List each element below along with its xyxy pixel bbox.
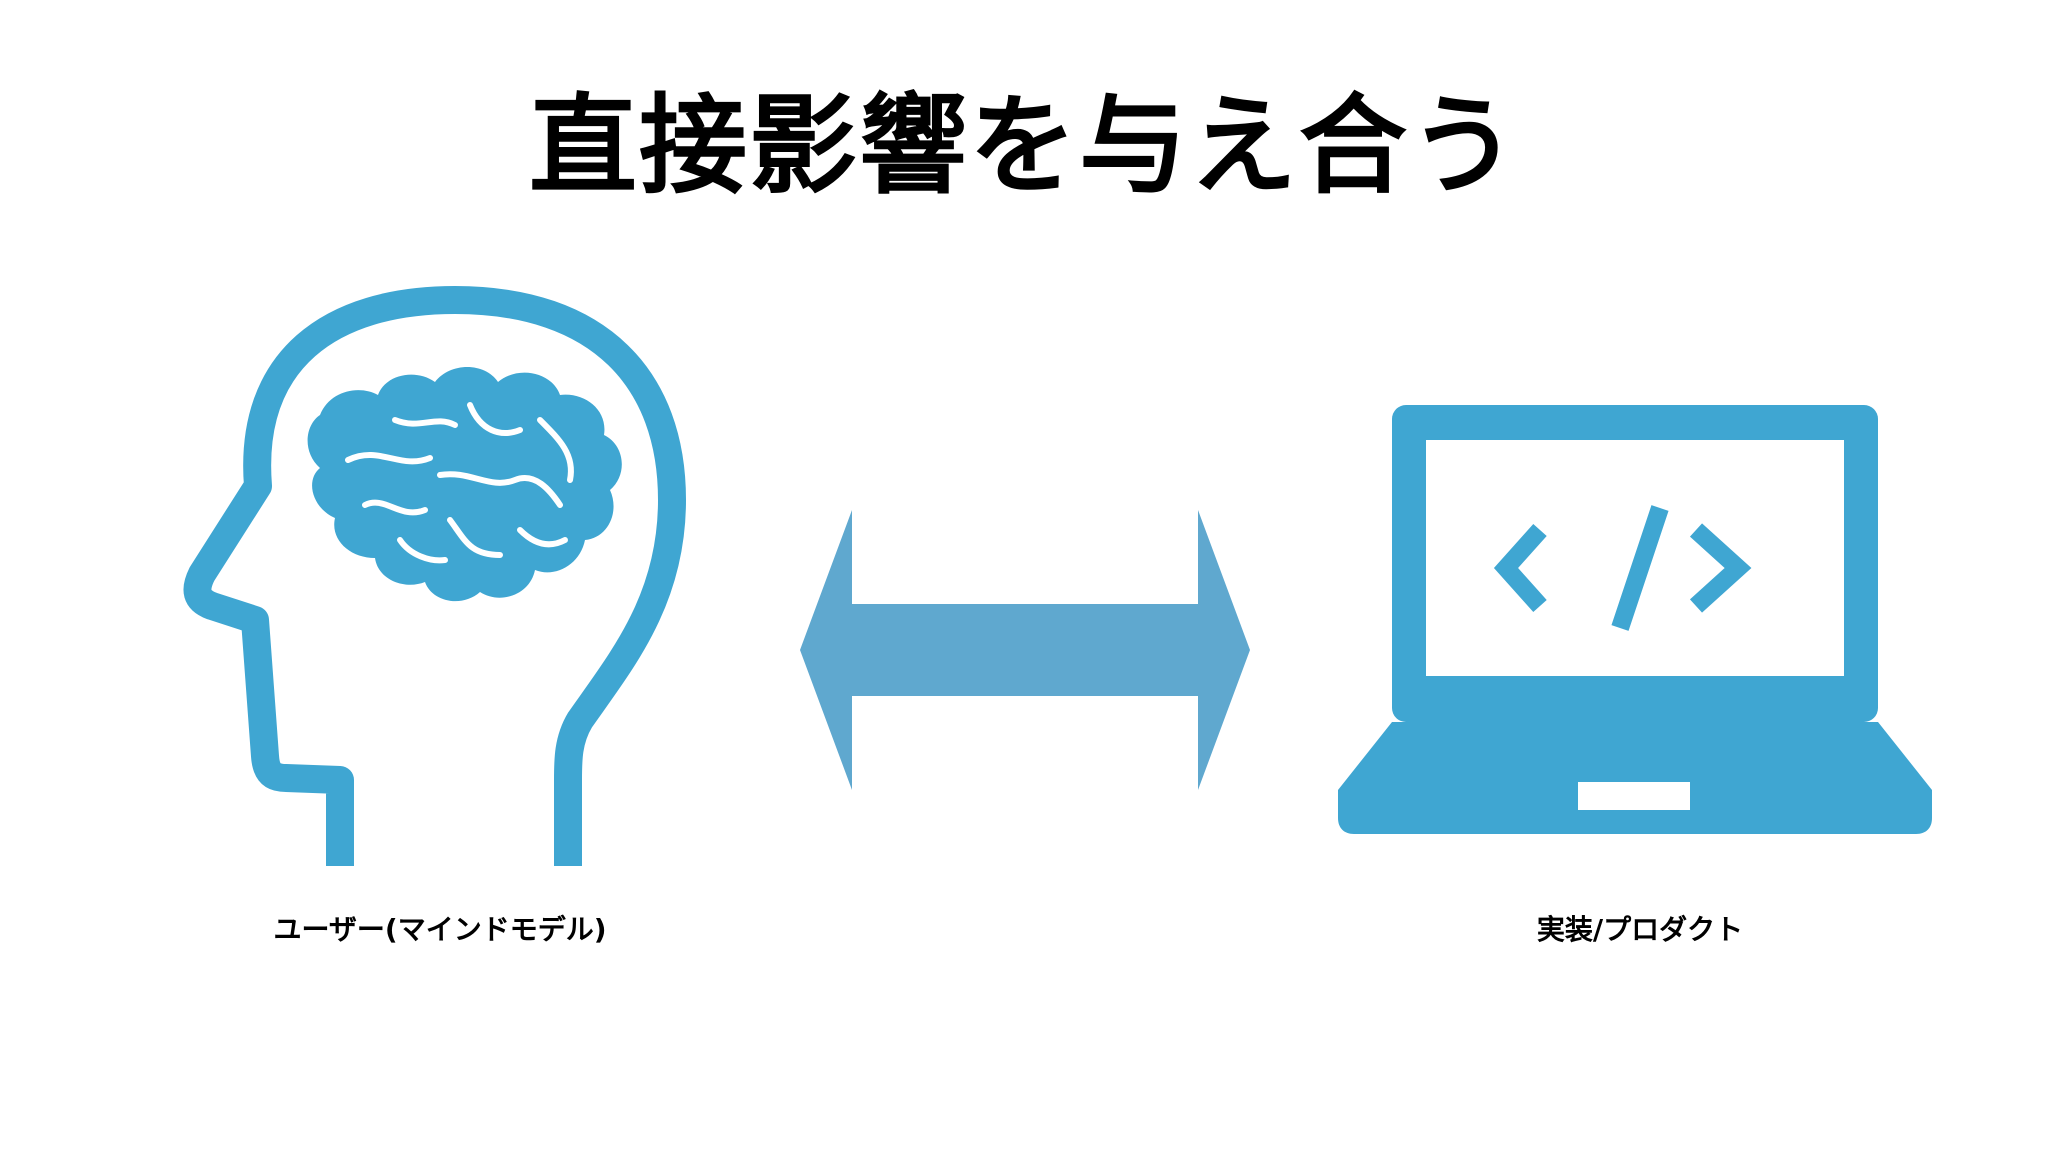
laptop-code-icon — [1338, 405, 1932, 834]
brain-icon — [307, 367, 622, 602]
laptop-touchpad — [1578, 782, 1690, 810]
code-brackets-icon — [1493, 505, 1752, 631]
head-with-brain-icon — [183, 286, 686, 866]
double-headed-arrow-icon — [800, 510, 1250, 790]
user-mind-model-caption: ユーザー(マインドモデル) — [273, 913, 607, 946]
head-outline — [183, 286, 686, 866]
implementation-product-caption: 実装/プロダクト — [1536, 913, 1744, 946]
laptop-base — [1338, 722, 1932, 834]
slide-title: 直接影響を与え合う — [528, 84, 1519, 209]
